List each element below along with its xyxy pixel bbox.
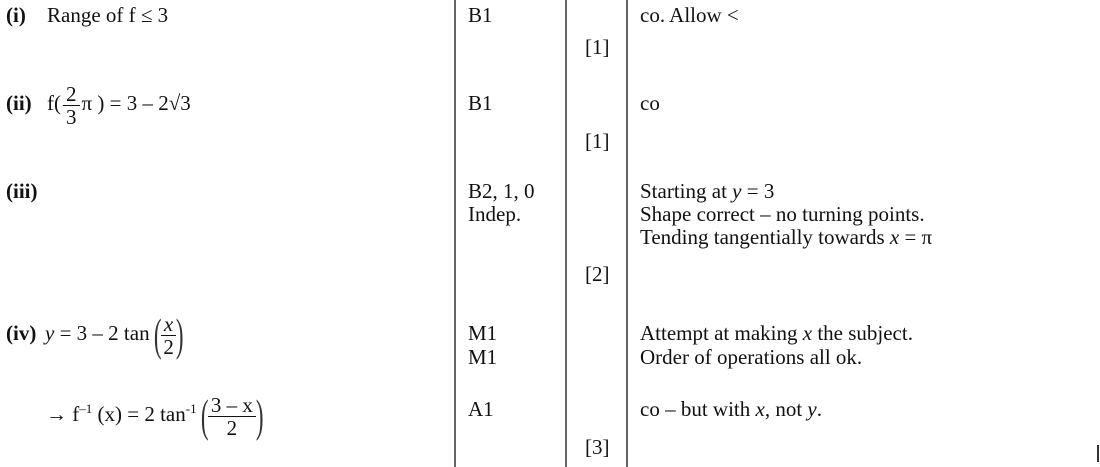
variable: y [45, 321, 55, 345]
part-label: (iii) [6, 179, 38, 203]
answer-text: f( [47, 91, 61, 115]
total-marks: [3] [585, 435, 610, 459]
guidance: co – but with x, not y. [640, 398, 822, 421]
right-paren: ) [255, 390, 264, 442]
mark: B2, 1, 0 [468, 179, 535, 203]
guidance-text: Tending tangentially towards [640, 225, 890, 249]
left-paren: ( [200, 390, 209, 442]
superscript: –1 [79, 401, 93, 416]
part-label: (iv) [6, 321, 37, 345]
answer: Range of f ≤ 3 [47, 3, 169, 27]
guidance-text: , not [764, 397, 808, 421]
mark: B1 [468, 91, 493, 115]
guidance: co [640, 91, 660, 115]
column-divider [454, 0, 456, 467]
guidance-text: . [816, 397, 822, 421]
part-label: (i) [6, 3, 26, 27]
guidance-text: the subject. [812, 321, 913, 345]
guidance: Order of operations all ok. [640, 345, 863, 369]
equation-text: (x) = 2 tan [92, 402, 186, 426]
guidance: Attempt at making x the subject. [640, 322, 913, 345]
total-marks: [1] [585, 129, 610, 153]
total-marks: [1] [585, 35, 610, 59]
guidance-text: Attempt at making [640, 321, 803, 345]
total-marks: [2] [585, 262, 610, 286]
guidance-text: co – but with [640, 397, 756, 421]
column-divider [626, 0, 628, 467]
mark: A1 [468, 397, 494, 421]
denominator: 2 [163, 334, 174, 359]
superscript: -1 [185, 401, 197, 416]
variable: x [755, 397, 765, 421]
numerator: 2 [63, 83, 80, 106]
guidance: Tending tangentially towards x = π [640, 226, 932, 249]
column-divider [565, 0, 567, 467]
guidance-text: = 3 [741, 179, 775, 203]
mark: Indep. [468, 202, 522, 226]
left-paren: ( [153, 309, 162, 361]
variable: y [807, 397, 817, 421]
answer-text: π ) = 3 – 2√3 [81, 91, 191, 115]
variable: x [889, 225, 900, 249]
numerator: x [160, 313, 177, 336]
guidance-text: = π [899, 225, 933, 249]
guidance: Shape correct – no turning points. [640, 202, 925, 226]
right-paren: ) [176, 309, 184, 361]
numerator: 3 – x [207, 394, 256, 417]
guidance: co. Allow < [640, 3, 739, 27]
guidance-text: Starting at [640, 179, 733, 203]
mark: M1 [468, 321, 498, 345]
denominator: 3 [66, 104, 77, 129]
text-cursor [1097, 445, 1099, 462]
guidance: Starting at y = 3 [640, 180, 774, 203]
variable: y [732, 179, 742, 203]
part-label: (ii) [6, 91, 32, 115]
variable: x [802, 321, 813, 345]
mark: M1 [468, 345, 498, 369]
equation-text: = 3 – 2 tan [54, 321, 150, 345]
mark: B1 [468, 3, 493, 27]
denominator: 2 [226, 415, 238, 440]
equation-text: → f [46, 402, 80, 426]
